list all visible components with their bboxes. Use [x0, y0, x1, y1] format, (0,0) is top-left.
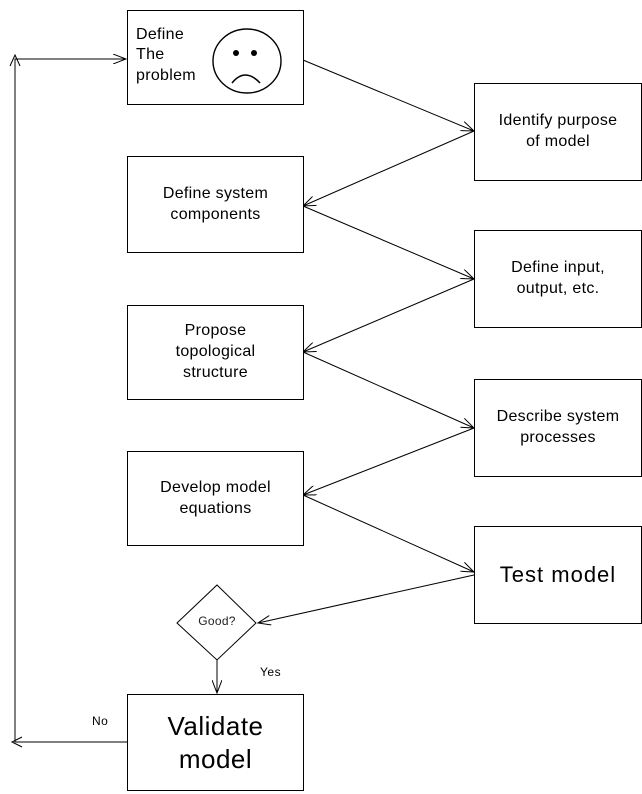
- node-identify-purpose: Identify purpose of model: [474, 83, 642, 181]
- node-test-model-label: Test model: [499, 561, 617, 587]
- edge-label-no: No: [92, 714, 109, 728]
- node-define-problem-label: Define The problem: [136, 26, 196, 84]
- edge-equations-to-test: [302, 494, 474, 572]
- node-define-components: Define system components: [127, 156, 304, 253]
- node-validate-model: Validate model: [127, 694, 304, 791]
- node-test-model: Test model: [474, 526, 642, 624]
- edge-no-feedback-loop: [14, 59, 128, 743]
- edge-test-to-decision: [258, 574, 475, 623]
- node-propose-structure-label: Propose topological structure: [175, 322, 256, 381]
- node-define-components-label: Define system components: [162, 184, 269, 223]
- node-define-problem: Define The problem: [127, 10, 304, 105]
- node-identify-purpose-label: Identify purpose of model: [498, 112, 618, 150]
- node-describe-processes: Describe system processes: [474, 379, 642, 477]
- edge-purpose-to-components: [303, 130, 475, 206]
- node-define-io: Define input, output, etc.: [474, 230, 642, 328]
- node-develop-equations-label: Develop model equations: [160, 478, 271, 517]
- node-propose-structure: Propose topological structure: [127, 305, 304, 400]
- edge-processes-to-equations: [303, 427, 475, 495]
- node-define-io-label: Define input, output, etc.: [511, 259, 605, 297]
- sad-face-icon: [212, 28, 282, 94]
- feedback-loop-arrowhead-up: [9, 53, 21, 67]
- decision-label: Good?: [198, 614, 236, 628]
- node-validate-model-label: Validate model: [167, 711, 264, 774]
- feedback-loop-arrowhead-down: [10, 736, 23, 748]
- edge-problem-to-purpose: [302, 59, 474, 131]
- node-develop-equations: Develop model equations: [127, 451, 304, 546]
- edge-io-to-structure: [303, 278, 475, 352]
- edge-components-to-io: [302, 205, 474, 279]
- node-describe-processes-label: Describe system processes: [496, 408, 620, 446]
- edge-structure-to-processes: [302, 351, 474, 428]
- edge-label-yes: Yes: [260, 665, 282, 679]
